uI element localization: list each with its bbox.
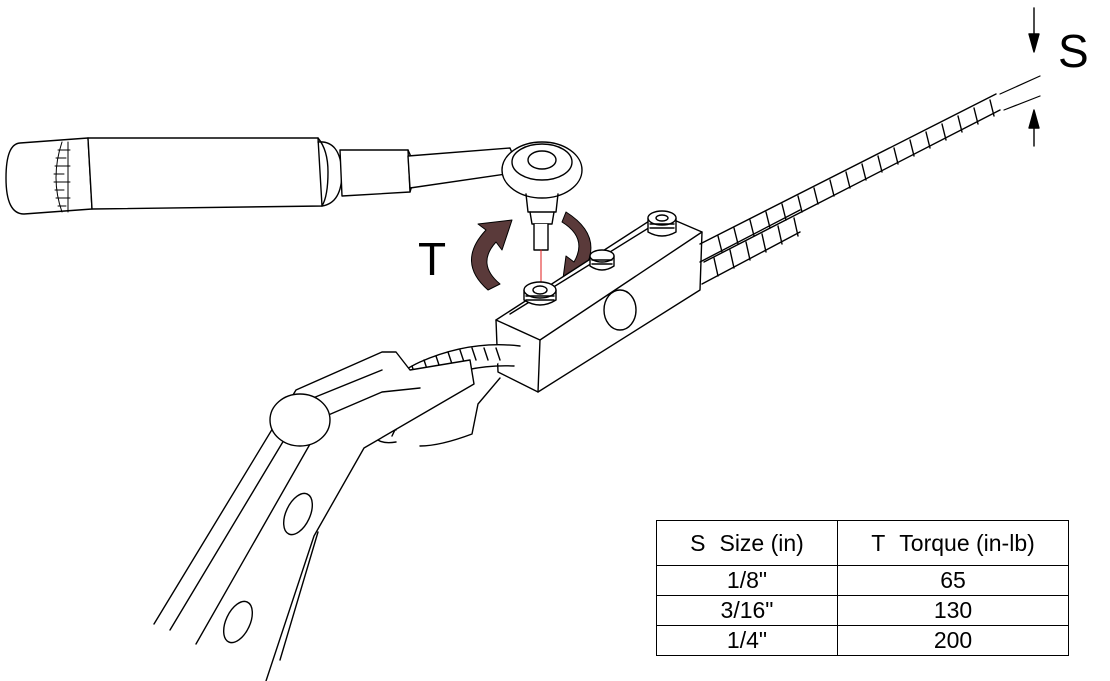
size-cell: 1/4" xyxy=(656,625,838,656)
torque-label: T xyxy=(418,233,447,285)
torque-spec-table: S Size (in) T Torque (in-lb) 1/8" 65 3/16"… xyxy=(656,520,1069,656)
table-row: 3/16" 130 xyxy=(656,595,1069,626)
torque-header-title: Torque (in-lb) xyxy=(899,529,1035,556)
torque-cell: 65 xyxy=(837,565,1069,596)
table-row: 1/4" 200 xyxy=(656,625,1069,656)
angle-bracket xyxy=(153,351,475,681)
size-cell: 1/8" xyxy=(656,565,838,596)
size-column-header: S Size (in) xyxy=(656,520,838,566)
torque-header-symbol: T xyxy=(871,529,886,556)
size-cell: 3/16" xyxy=(656,595,838,626)
size-header-title: Size (in) xyxy=(719,529,804,556)
wire-rope xyxy=(699,75,1041,285)
table-header-row: S Size (in) T Torque (in-lb) xyxy=(656,520,1069,566)
torque-wrench xyxy=(5,137,521,215)
size-dimension xyxy=(1028,7,1040,147)
torque-column-header: T Torque (in-lb) xyxy=(837,520,1069,566)
table-row: 1/8" 65 xyxy=(656,565,1069,596)
torque-cell: 200 xyxy=(837,625,1069,656)
size-label: S xyxy=(1058,25,1089,77)
clamp-block xyxy=(495,213,703,393)
wrench-head xyxy=(501,141,583,251)
set-screws xyxy=(523,210,677,306)
torque-cell: 130 xyxy=(837,595,1069,626)
size-header-symbol: S xyxy=(690,529,706,556)
wrench-scale xyxy=(53,141,71,213)
